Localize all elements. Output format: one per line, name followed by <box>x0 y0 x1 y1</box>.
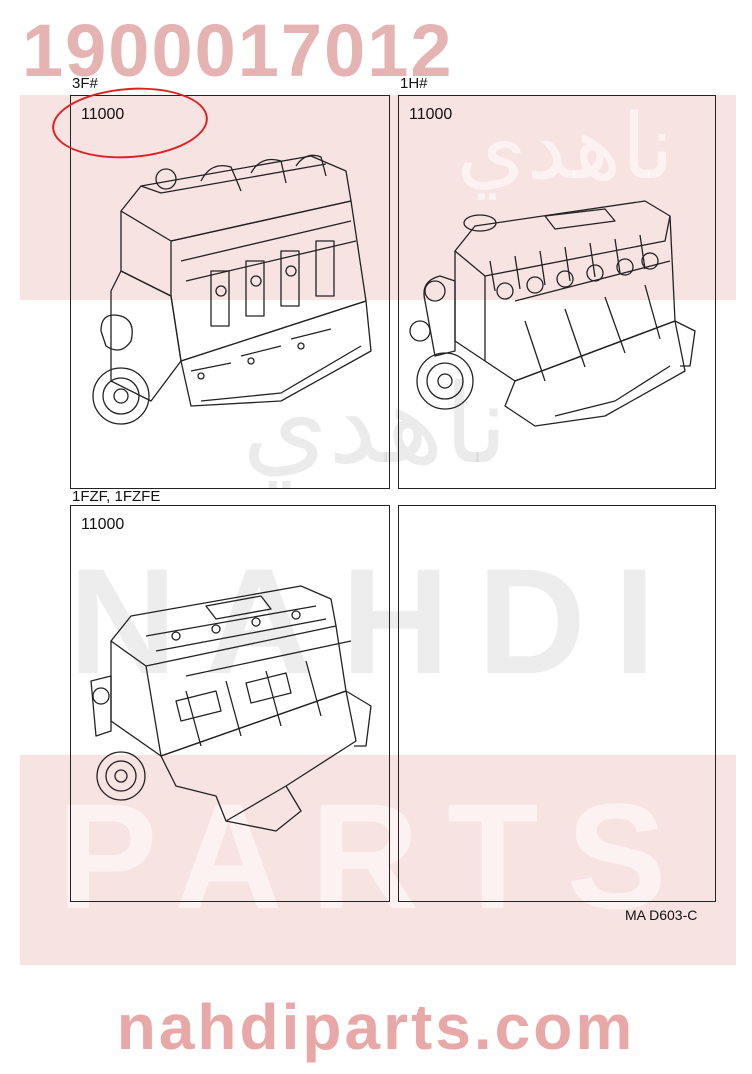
panel-empty <box>398 505 716 902</box>
panel-label-1fzf: 1FZF, 1FZFE <box>72 488 161 505</box>
panel-1h[interactable]: 11000 <box>398 95 716 489</box>
panel-3f[interactable]: 11000 <box>70 95 390 489</box>
panel-label-1h: 1H# <box>400 75 428 92</box>
document-code: MA D603-C <box>625 907 698 923</box>
part-number-1fzf: 11000 <box>81 516 125 533</box>
panel-label-3f: 3F# <box>72 75 98 92</box>
engine-3f-illustration <box>92 154 372 425</box>
panel-1fzf[interactable]: 11000 <box>70 505 390 902</box>
watermark-brand-parts: PARTS <box>57 772 695 940</box>
engine-1h-illustration <box>409 200 696 427</box>
part-number-watermark: 1900017012 <box>22 9 454 92</box>
watermark-brand-nahdi: NAHDI <box>68 537 684 705</box>
watermark-arabic-top: ناهدي <box>456 95 674 200</box>
part-number-3f: 11000 <box>81 106 125 123</box>
part-number-1h: 11000 <box>409 106 453 123</box>
watermark-band-bottom <box>20 755 736 965</box>
engine-1fzf-illustration <box>90 585 372 832</box>
watermark-arabic: ناهدي <box>242 360 508 488</box>
site-watermark: nahdiparts.com <box>116 991 636 1063</box>
